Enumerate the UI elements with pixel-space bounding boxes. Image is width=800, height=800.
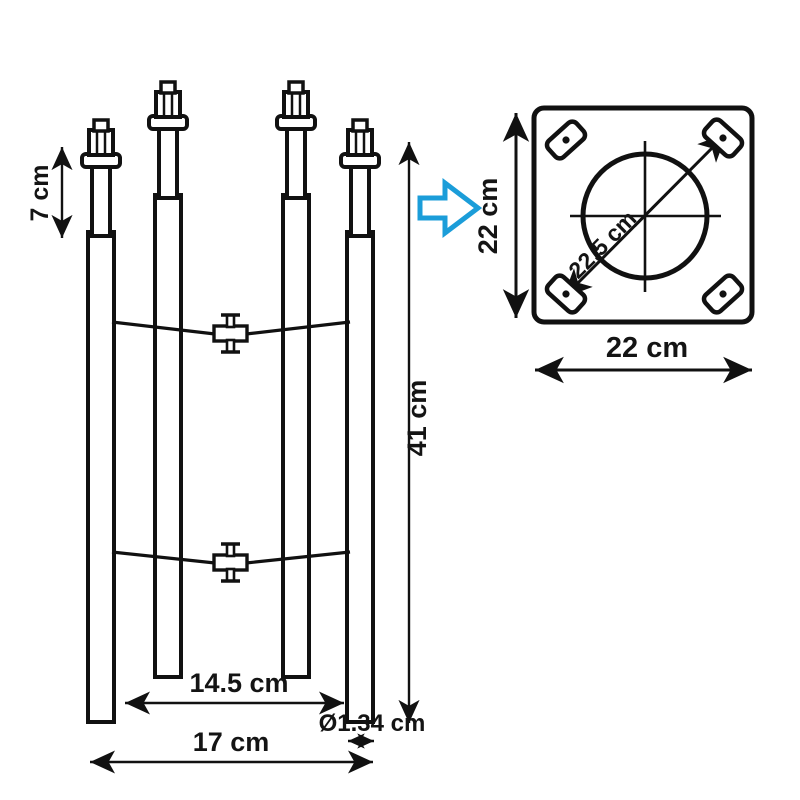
dimension-22cm-vertical: 22 cm <box>473 113 530 318</box>
corner-pad-top-left <box>544 119 588 161</box>
leg-1-outer-left <box>80 118 122 724</box>
dimension-7cm-label: 7 cm <box>26 165 54 222</box>
left-elevation-view: 7 cm 41 cm 14.5 cm 17 cm Ø1.34 cm <box>26 80 432 774</box>
dimension-diameter: Ø1.34 cm <box>319 710 426 749</box>
upper-cross-brace <box>111 313 351 354</box>
dimension-22cm-horizontal-label: 22 cm <box>606 332 688 364</box>
dimension-7cm: 7 cm <box>26 147 73 238</box>
view-transition-arrow <box>417 177 483 239</box>
dimension-17cm-label: 17 cm <box>193 727 270 757</box>
dimension-22cm-horizontal: 22 cm <box>535 332 752 384</box>
dimension-22cm-vertical-label: 22 cm <box>473 178 503 255</box>
corner-pad-bottom-right <box>701 273 745 315</box>
corner-mounting-pads <box>544 117 745 315</box>
lower-cross-brace <box>111 542 351 583</box>
dimension-diameter-label: Ø1.34 cm <box>319 710 426 737</box>
corner-pad-top-right <box>701 117 745 159</box>
top-plan-view: 22.5 cm <box>473 105 755 384</box>
leg-4-outer-right <box>339 118 381 724</box>
dimension-17cm: 17 cm <box>90 727 373 774</box>
leg-3-inner-right <box>275 80 317 679</box>
dimension-14-5cm: 14.5 cm <box>125 668 344 715</box>
dimension-14-5cm-label: 14.5 cm <box>189 668 288 698</box>
dimension-41cm-label: 41 cm <box>402 380 432 457</box>
dimension-41cm: 41 cm <box>398 142 432 723</box>
corner-pad-bottom-left <box>544 273 588 315</box>
leg-2-inner-left <box>147 80 189 679</box>
right-arrow-icon <box>417 177 483 239</box>
